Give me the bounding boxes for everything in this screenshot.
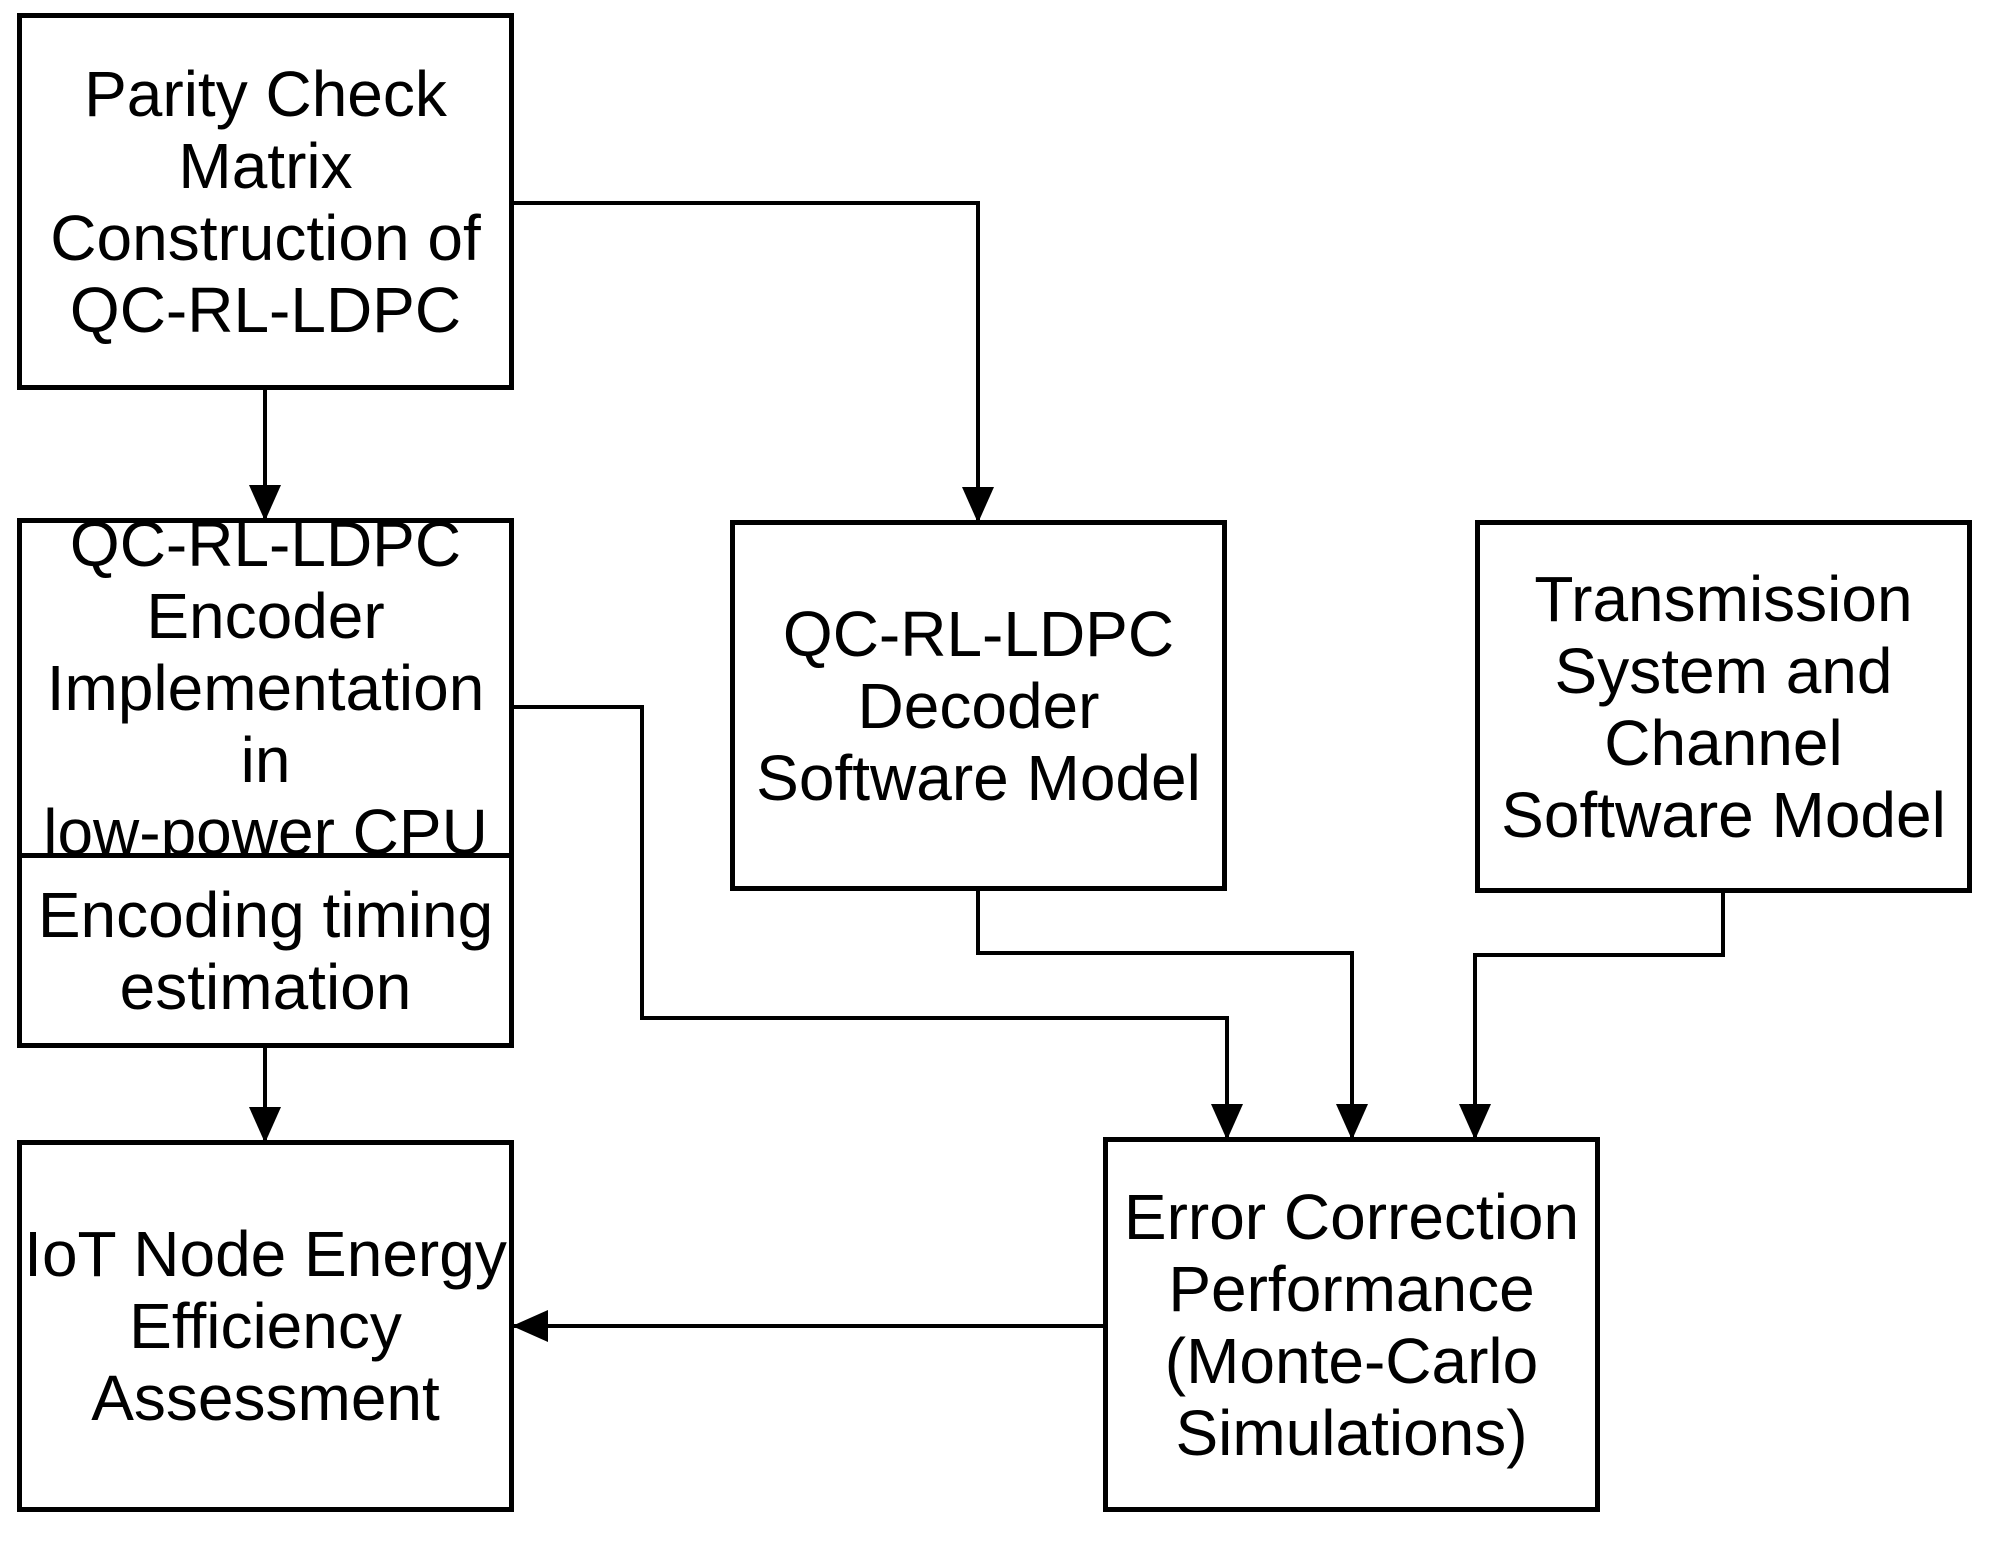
node-decoder-software-model: QC-RL-LDPC Decoder Software Model (730, 520, 1227, 891)
node-encoding-timing-estimation: Encoding timing estimation (17, 853, 514, 1048)
node-label: Transmission System and Channel Software… (1501, 562, 1946, 851)
node-encoder-implementation: QC-RL-LDPC Encoder Implementation in low… (17, 508, 514, 868)
node-transmission-channel-model: Transmission System and Channel Software… (1475, 520, 1972, 893)
node-label: Error Correction Performance (Monte-Carl… (1123, 1180, 1580, 1469)
node-error-correction-performance: Error Correction Performance (Monte-Carl… (1103, 1137, 1600, 1512)
connector-decoder-to-error-performance (976, 891, 1368, 1140)
node-label: Encoding timing estimation (37, 878, 494, 1023)
connector-parity-to-decoder (514, 201, 994, 523)
node-label: IoT Node Energy Efficiency Assessment (24, 1218, 507, 1434)
connector-transmission-to-error-performance (1459, 893, 1725, 1140)
node-iot-node-energy-assessment: IoT Node Energy Efficiency Assessment (17, 1140, 514, 1512)
node-label: QC-RL-LDPC Encoder Implementation in low… (43, 508, 488, 868)
node-label: Parity Check Matrix Construction of QC-R… (50, 57, 481, 346)
node-parity-check-matrix-construction: Parity Check Matrix Construction of QC-R… (17, 13, 514, 390)
node-label: QC-RL-LDPC Decoder Software Model (756, 597, 1201, 814)
